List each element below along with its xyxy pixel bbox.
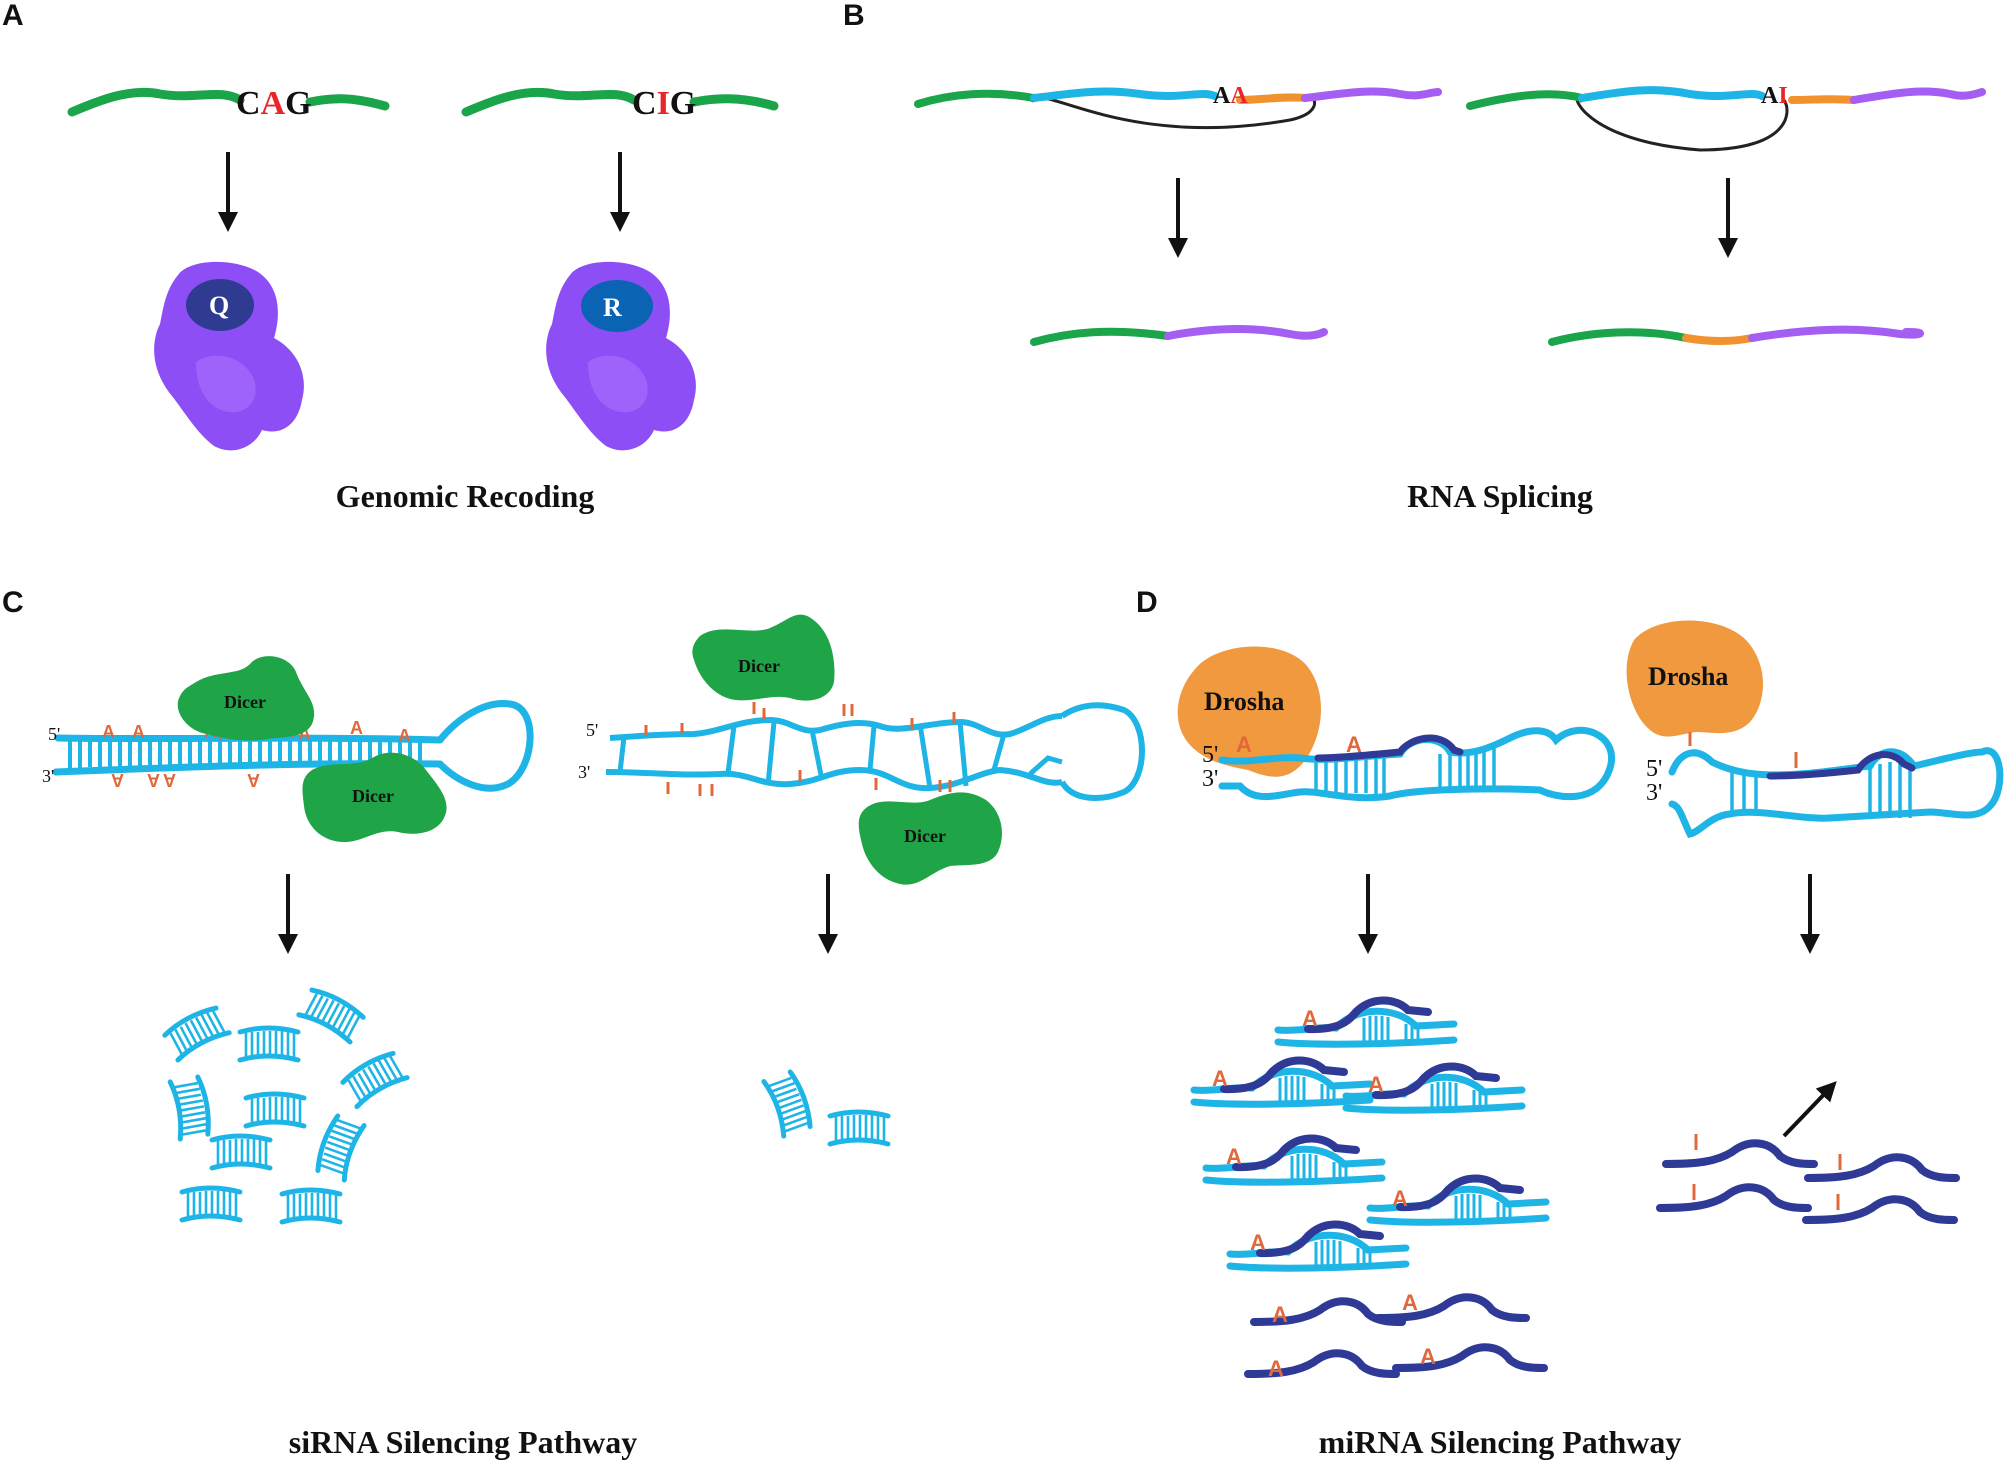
panel-c-letter: C bbox=[2, 586, 24, 619]
svg-text:A: A bbox=[163, 770, 176, 790]
release-arrow-icon bbox=[1782, 1081, 1837, 1138]
edited-adenosine-markers: A A A A A A A A A A bbox=[1212, 1006, 1436, 1381]
codon-right-base-3: G bbox=[670, 85, 696, 122]
amino-acid-pocket-r bbox=[581, 280, 653, 332]
drosha-icon: Drosha bbox=[1177, 646, 1322, 777]
five-prime-end-label: 5' bbox=[48, 724, 60, 744]
codon-left-base-1: C bbox=[236, 85, 261, 122]
svg-text:A: A bbox=[111, 770, 124, 790]
three-prime-end-label: 3' bbox=[578, 762, 590, 782]
splice-site-right-base-1: A bbox=[1761, 83, 1779, 109]
codon-left-edited-base: A bbox=[261, 85, 286, 122]
splice-site-left-base-1: A bbox=[1213, 83, 1231, 109]
splice-site-right-edited-base: I bbox=[1778, 83, 1787, 109]
svg-text:A: A bbox=[147, 770, 160, 790]
splice-site-left-edited-base: A bbox=[1230, 83, 1248, 109]
svg-text:A: A bbox=[247, 770, 260, 790]
amino-acid-q-label: Q bbox=[209, 291, 229, 320]
svg-text:CIG: CIG bbox=[632, 85, 696, 122]
caption-genomic-recoding: Genomic Recoding bbox=[336, 478, 595, 514]
dicer-icon: Dicer bbox=[858, 792, 1002, 885]
dicer-icon: Dicer bbox=[302, 752, 447, 842]
inosine-tick-marks bbox=[1692, 1134, 1842, 1210]
three-prime-end-label: 3' bbox=[42, 766, 54, 786]
svg-text:A: A bbox=[1272, 1302, 1288, 1327]
drosha-label: Drosha bbox=[1648, 662, 1728, 691]
caption-mirna-silencing-pathway: miRNA Silencing Pathway bbox=[1319, 1424, 1682, 1460]
dicer-label: Dicer bbox=[904, 826, 946, 846]
svg-text:A: A bbox=[1268, 1356, 1284, 1381]
panel-d-letter: D bbox=[1136, 586, 1158, 619]
five-prime-end-label: 5' bbox=[586, 720, 598, 740]
three-prime-end-label: 3' bbox=[1646, 780, 1662, 806]
codon-right-base-1: C bbox=[632, 85, 657, 122]
dicer-icon: Dicer bbox=[692, 614, 835, 701]
inosine-tick-marks bbox=[644, 702, 956, 796]
svg-text:A: A bbox=[1402, 1290, 1418, 1315]
pre-mrna-left: AA bbox=[914, 83, 1442, 130]
svg-text:AA: AA bbox=[1213, 83, 1248, 109]
dicer-icon: Dicer bbox=[177, 656, 315, 741]
dsrna-hairpin-sparsely-edited: 5' 3' bbox=[578, 702, 1145, 801]
spliced-mrna-right bbox=[1548, 325, 1924, 346]
svg-text:A: A bbox=[1226, 1144, 1242, 1169]
five-prime-end-label: 5' bbox=[1646, 756, 1662, 782]
protein-icon: Q bbox=[154, 261, 304, 451]
mirna-duplexes-many: A A A A A A A A A A bbox=[1194, 1001, 1546, 1381]
svg-text:A: A bbox=[1302, 1006, 1318, 1031]
mirna-strands-few bbox=[1660, 1134, 1956, 1220]
amino-acid-pocket-q bbox=[186, 279, 254, 331]
svg-text:A: A bbox=[1420, 1344, 1436, 1369]
caption-sirna-silencing-pathway: siRNA Silencing Pathway bbox=[289, 1424, 637, 1460]
codon-right-edited-base: I bbox=[657, 85, 670, 122]
edited-adenosine-marker: A bbox=[1236, 732, 1252, 757]
dicer-label: Dicer bbox=[352, 786, 394, 806]
inosine-tick-mark bbox=[1688, 732, 1798, 768]
pri-mirna-hairpin-edited: 5' 3' A A bbox=[1202, 726, 1616, 802]
svg-text:A: A bbox=[1368, 1072, 1384, 1097]
panel-a-letter: A bbox=[2, 0, 24, 32]
three-prime-end-label: 3' bbox=[1202, 766, 1218, 792]
mrna-strand-left: CAG bbox=[67, 85, 390, 122]
svg-text:A: A bbox=[132, 722, 145, 742]
edited-adenosine-marker: A bbox=[1346, 732, 1362, 757]
svg-text:CAG: CAG bbox=[236, 85, 312, 122]
dicer-label: Dicer bbox=[224, 692, 266, 712]
dicer-label: Dicer bbox=[738, 656, 780, 676]
drosha-icon: Drosha bbox=[1626, 620, 1763, 737]
amino-acid-r-label: R bbox=[603, 293, 622, 322]
drosha-label: Drosha bbox=[1204, 687, 1284, 716]
mrna-strand-right: CIG bbox=[461, 85, 779, 122]
sirna-duplexes-few bbox=[764, 1071, 888, 1144]
svg-text:A: A bbox=[1250, 1230, 1266, 1255]
svg-text:A: A bbox=[1392, 1186, 1408, 1211]
codon-left-base-3: G bbox=[285, 85, 311, 122]
panel-b-letter: B bbox=[843, 0, 865, 32]
svg-text:A: A bbox=[350, 718, 363, 738]
svg-text:A: A bbox=[1212, 1066, 1228, 1091]
pre-mrna-right: AI bbox=[1466, 83, 1986, 152]
sirna-duplexes-many bbox=[163, 986, 407, 1222]
svg-text:A: A bbox=[102, 722, 115, 742]
protein-icon: R bbox=[546, 261, 696, 451]
svg-text:A: A bbox=[398, 726, 411, 746]
pri-mirna-hairpin-inosine: 5' 3' bbox=[1646, 732, 2004, 838]
svg-text:AI: AI bbox=[1761, 83, 1788, 109]
caption-rna-splicing: RNA Splicing bbox=[1407, 478, 1593, 514]
five-prime-end-label: 5' bbox=[1202, 742, 1218, 768]
spliced-mrna-left bbox=[1030, 324, 1328, 346]
